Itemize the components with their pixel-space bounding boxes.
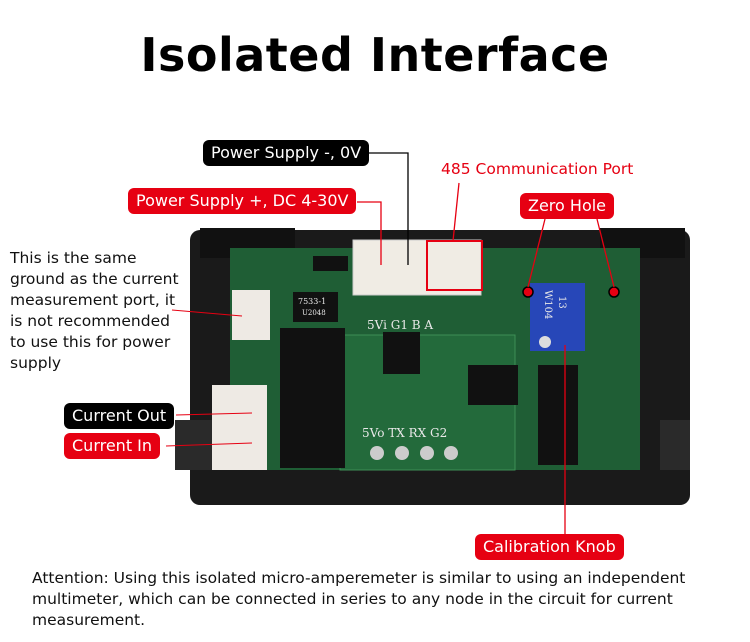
leader-comm-port — [452, 182, 460, 242]
label-zero-hole: Zero Hole — [520, 193, 615, 219]
adc-chip — [538, 365, 578, 465]
attention-note: Attention: Using this isolated micro-amp… — [32, 569, 686, 629]
leader-power-minus — [369, 152, 409, 265]
zero-hole-left — [522, 286, 534, 298]
leader-power-plus — [357, 201, 382, 265]
rs485-chip — [468, 365, 518, 405]
leader-current-in — [165, 442, 253, 447]
zero-hole-right — [608, 286, 620, 298]
header-pins — [370, 446, 458, 460]
leader-ground — [171, 309, 243, 317]
bottom-header-silk: 5Vo TX RX G2 — [362, 426, 447, 440]
diode — [313, 256, 348, 271]
regulator-text: 7533-1 — [298, 297, 326, 306]
ground-note: This is the same ground as the current m… — [10, 249, 179, 372]
shunt-block — [280, 328, 345, 468]
leader-zero-right — [596, 218, 615, 288]
regulator-chip — [293, 292, 338, 322]
case-tab — [660, 420, 690, 470]
label-comm-port: 485 Communication Port — [441, 160, 634, 178]
label-current-in: Current In — [64, 433, 161, 459]
top-header-silk: 5Vi G1 B A — [367, 318, 433, 332]
label-current-out: Current Out — [64, 403, 175, 429]
leader-current-out — [175, 412, 253, 416]
regulator-code: U2048 — [302, 309, 326, 317]
label-calibration-knob: Calibration Knob — [475, 534, 624, 560]
page-title: Isolated Interface — [140, 28, 610, 82]
comm-port-highlight — [426, 240, 483, 291]
isolator-chip — [383, 332, 420, 374]
calibration-potentiometer — [530, 283, 585, 351]
ground-connector — [232, 290, 270, 340]
pot-screw — [539, 336, 551, 348]
label-power-plus: Power Supply +, DC 4-30V — [128, 188, 357, 214]
current-connector — [212, 385, 267, 470]
header-connector — [352, 239, 482, 296]
pot-code: 13 — [556, 296, 567, 309]
label-power-minus: Power Supply -, 0V — [203, 140, 370, 166]
leader-zero-left — [527, 218, 546, 288]
pot-text: W104 — [542, 290, 553, 319]
